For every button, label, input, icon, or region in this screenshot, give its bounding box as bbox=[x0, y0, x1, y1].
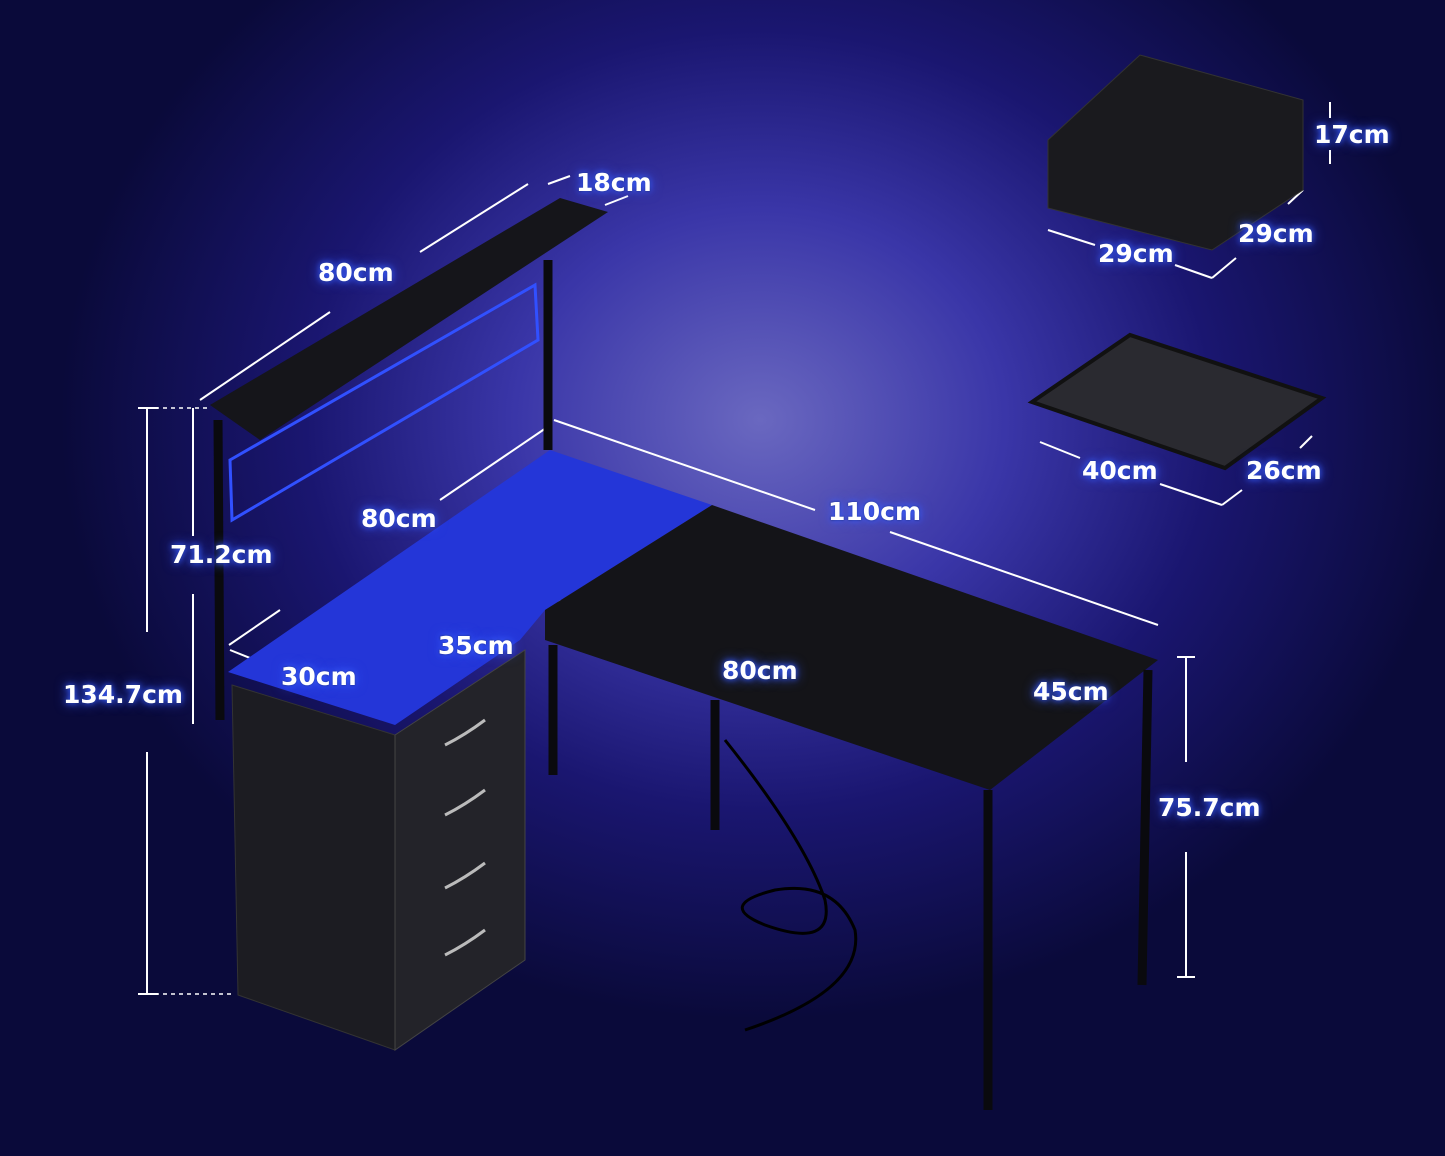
cpu-stand bbox=[1027, 332, 1327, 471]
side-length-label: 80cm bbox=[361, 504, 437, 533]
drawer-handles bbox=[444, 718, 486, 957]
stand-depth-label: 26cm bbox=[1246, 456, 1322, 485]
drawer-depth-label: 29cm bbox=[1238, 219, 1314, 248]
desk-side-top bbox=[228, 450, 712, 725]
desk-depth-label: 45cm bbox=[1033, 677, 1109, 706]
hutch-height-label: 71.2cm bbox=[170, 540, 273, 569]
shelf-depth-label: 18cm bbox=[576, 168, 652, 197]
drawer-height-label: 17cm bbox=[1314, 120, 1390, 149]
dashed-guides bbox=[147, 407, 235, 995]
pegboard bbox=[228, 282, 540, 523]
stand-width-label: 40cm bbox=[1082, 456, 1158, 485]
drawer-box bbox=[1047, 54, 1304, 251]
cabinet-depth-label: 30cm bbox=[281, 662, 357, 691]
desk-main-top bbox=[545, 505, 1158, 790]
hutch-shelf bbox=[210, 198, 608, 440]
cabinet-width-label: 35cm bbox=[438, 631, 514, 660]
cabinet bbox=[231, 684, 396, 1051]
inner-length-label: 80cm bbox=[722, 656, 798, 685]
power-cord bbox=[723, 739, 858, 1032]
desk-height-label: 75.7cm bbox=[1158, 793, 1261, 822]
drawers bbox=[394, 649, 526, 1051]
total-height-label: 134.7cm bbox=[63, 680, 183, 709]
shelf-width-label: 80cm bbox=[318, 258, 394, 287]
drawer-width-label: 29cm bbox=[1098, 239, 1174, 268]
main-length-label: 110cm bbox=[828, 497, 922, 526]
desk-legs bbox=[213, 260, 1153, 1110]
